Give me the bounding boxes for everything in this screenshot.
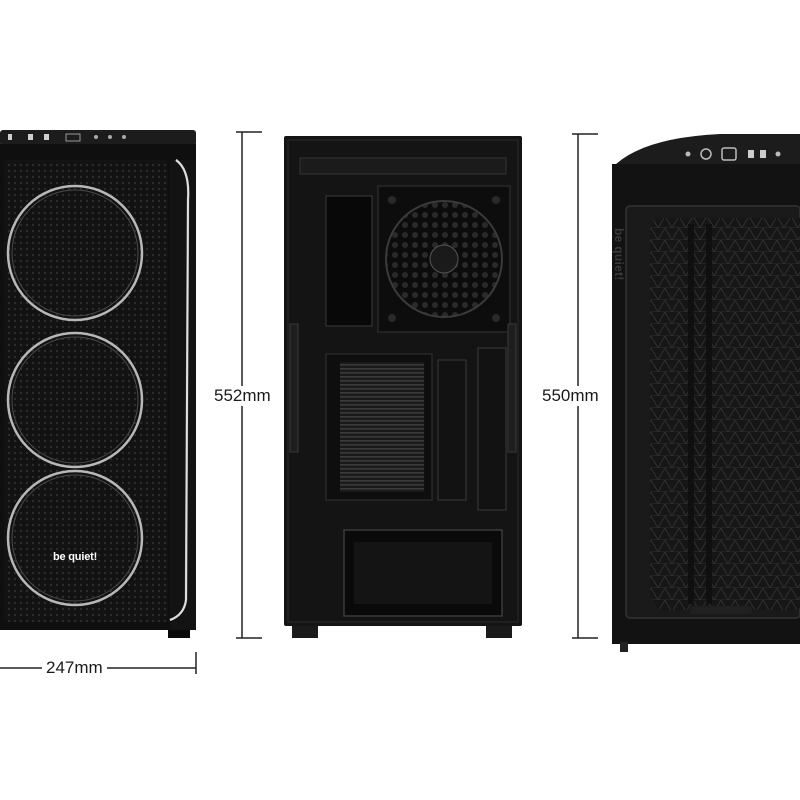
front-brand-logo: be quiet! bbox=[53, 551, 98, 563]
rear-height-dimension-label: 552mm bbox=[210, 386, 275, 406]
side-view-case bbox=[612, 134, 800, 652]
dimension-height-rear bbox=[236, 131, 262, 639]
rear-view-case bbox=[284, 136, 522, 638]
side-height-dimension-label: 550mm bbox=[538, 386, 603, 406]
front-view-case bbox=[0, 130, 196, 638]
width-dimension-label: 247mm bbox=[42, 658, 107, 678]
side-brand-logo: be quiet! bbox=[612, 228, 626, 281]
